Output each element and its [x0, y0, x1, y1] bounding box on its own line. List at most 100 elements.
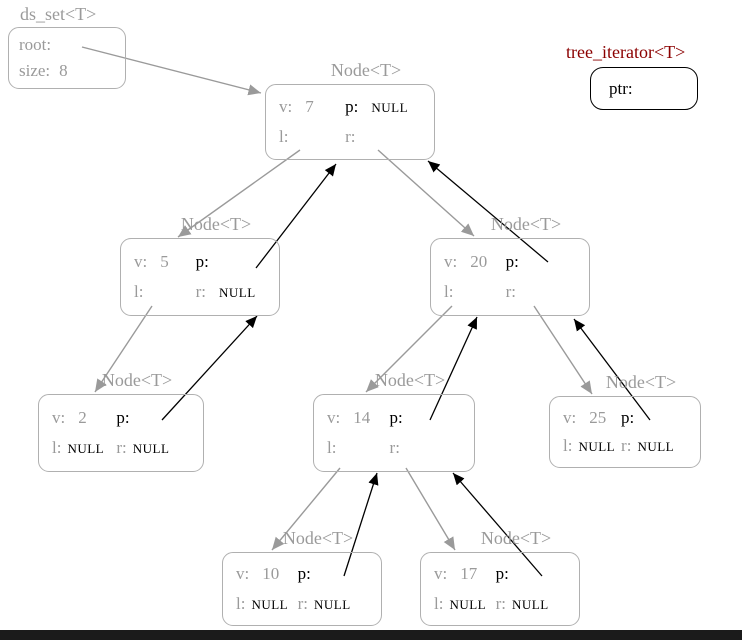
ds-set: ds_set<T> root: size: 8 [8, 4, 126, 89]
v-label: v: [563, 407, 577, 427]
l-value: NULL [449, 596, 487, 612]
tree-iterator-box: ptr: [590, 67, 698, 110]
p-field: p: [506, 252, 581, 272]
ptr-label: ptr: [609, 78, 633, 98]
r-value: NULL [314, 596, 351, 612]
tree-iterator-title: tree_iterator<T> [566, 42, 686, 62]
v-field: v:2 [52, 408, 116, 428]
p-label: p: [495, 564, 509, 584]
v-label: v: [52, 407, 66, 427]
node-20-box: v:20 p: l: r: [430, 238, 590, 316]
r-value: NULL [512, 596, 549, 612]
node-14: Node<T> v:14 p: l: r: [313, 370, 475, 472]
l-label: l: [434, 593, 444, 613]
node-title: Node<T> [490, 214, 562, 234]
v-value: 5 [160, 251, 169, 271]
node-14-box: v:14 p: l: r: [313, 394, 475, 472]
node-10-box: v:10 p: l: NULL r: NULL [222, 552, 382, 626]
r-field: r: [390, 438, 466, 458]
l-label: l: [444, 282, 454, 302]
ds-set-box: root: size: 8 [8, 27, 126, 89]
node-title: Node<T> [605, 372, 677, 392]
node-title: Node<T> [374, 370, 446, 390]
node-5-box: v: 5 p: l: r: NULL [120, 238, 280, 316]
v-field: v:17 [434, 564, 496, 584]
l-value: NULL [578, 439, 616, 455]
l-field: l: [327, 438, 390, 458]
r-label: r: [621, 436, 632, 456]
p-label: p: [389, 407, 403, 427]
p-field: p: [390, 408, 466, 428]
p-field: p: NULL [345, 97, 426, 117]
p-field: p: [196, 252, 271, 272]
v-value: 7 [305, 97, 314, 116]
size-value: 8 [59, 60, 68, 80]
size-field: size: 8 [19, 61, 115, 81]
node-title: Node<T> [330, 60, 402, 80]
v-label: v: [444, 251, 458, 271]
ptr-field: ptr: [609, 79, 646, 99]
r-field: r: NULL [298, 594, 373, 614]
r-label: r: [389, 438, 400, 458]
r-field: r: NULL [196, 282, 271, 302]
node-7: Node<T> v:7 p: NULL l: r: [265, 60, 435, 160]
p-field: p: [298, 564, 373, 584]
p-field: p: [116, 408, 195, 428]
p-value: NULL [371, 100, 409, 115]
r-field: r: [506, 282, 581, 302]
l-field: l: NULL [52, 438, 116, 458]
p-field: p: [621, 408, 692, 428]
node-2-box: v:2 p: l: NULL r: NULL [38, 394, 204, 472]
v-field: v:7 [279, 97, 345, 117]
r-value: NULL [637, 439, 675, 455]
r-label: r: [505, 282, 517, 302]
l-field: l: [134, 282, 196, 302]
tree-iterator: tree_iterator<T> ptr: [566, 42, 726, 110]
v-label: v: [327, 407, 341, 427]
root-label: root: [19, 35, 52, 55]
r-value: NULL [132, 441, 170, 457]
p-label: p: [345, 97, 359, 116]
node-20: Node<T> v:20 p: l: r: [430, 214, 590, 316]
node-5: Node<T> v:5 p: l: r:NULL [120, 214, 280, 316]
r-label: r: [297, 593, 309, 613]
v-label: v: [134, 251, 148, 271]
node-title: Node<T> [282, 528, 354, 548]
root-field: root: [19, 35, 115, 55]
node-25-box: v: 25 p: l: NULL r: NULL [549, 396, 701, 468]
v-value: 25 [589, 407, 607, 427]
r-value: NULL [219, 285, 256, 301]
p-field: p: [496, 564, 571, 584]
v-value: 17 [460, 564, 478, 584]
l-label: l: [236, 593, 246, 613]
r-field: r: NULL [116, 438, 195, 458]
r-field: r: NULL [496, 594, 571, 614]
r-field: r: [345, 127, 426, 147]
p-label: p: [505, 251, 519, 271]
v-field: v: 5 [134, 252, 196, 272]
v-label: v: [236, 564, 250, 584]
r-label: r: [116, 438, 127, 458]
ds-set-title: ds_set<T> [20, 4, 97, 24]
v-field: v: 25 [563, 408, 621, 428]
v-field: v:10 [236, 564, 298, 584]
l-label: l: [52, 438, 62, 458]
bottom-bar [0, 630, 742, 640]
l-label: l: [563, 436, 573, 456]
v-field: v:14 [327, 408, 390, 428]
node-17-box: v:17 p: l: NULL r: NULL [420, 552, 580, 626]
node-17: Node<T> v:17 p: l: NULL r: NULL [420, 528, 580, 626]
l-field: l: NULL [434, 594, 496, 614]
node-title: Node<T> [480, 528, 552, 548]
r-label: r: [345, 127, 356, 146]
r-label: r: [195, 282, 207, 302]
l-value: NULL [67, 441, 105, 457]
r-label: r: [495, 593, 507, 613]
l-label: l: [327, 438, 337, 458]
node-7-box: v:7 p: NULL l: r: [265, 84, 435, 160]
node-title: Node<T> [101, 370, 173, 390]
l-label: l: [279, 127, 289, 146]
v-field: v:20 [444, 252, 506, 272]
p-label: p: [297, 564, 311, 584]
